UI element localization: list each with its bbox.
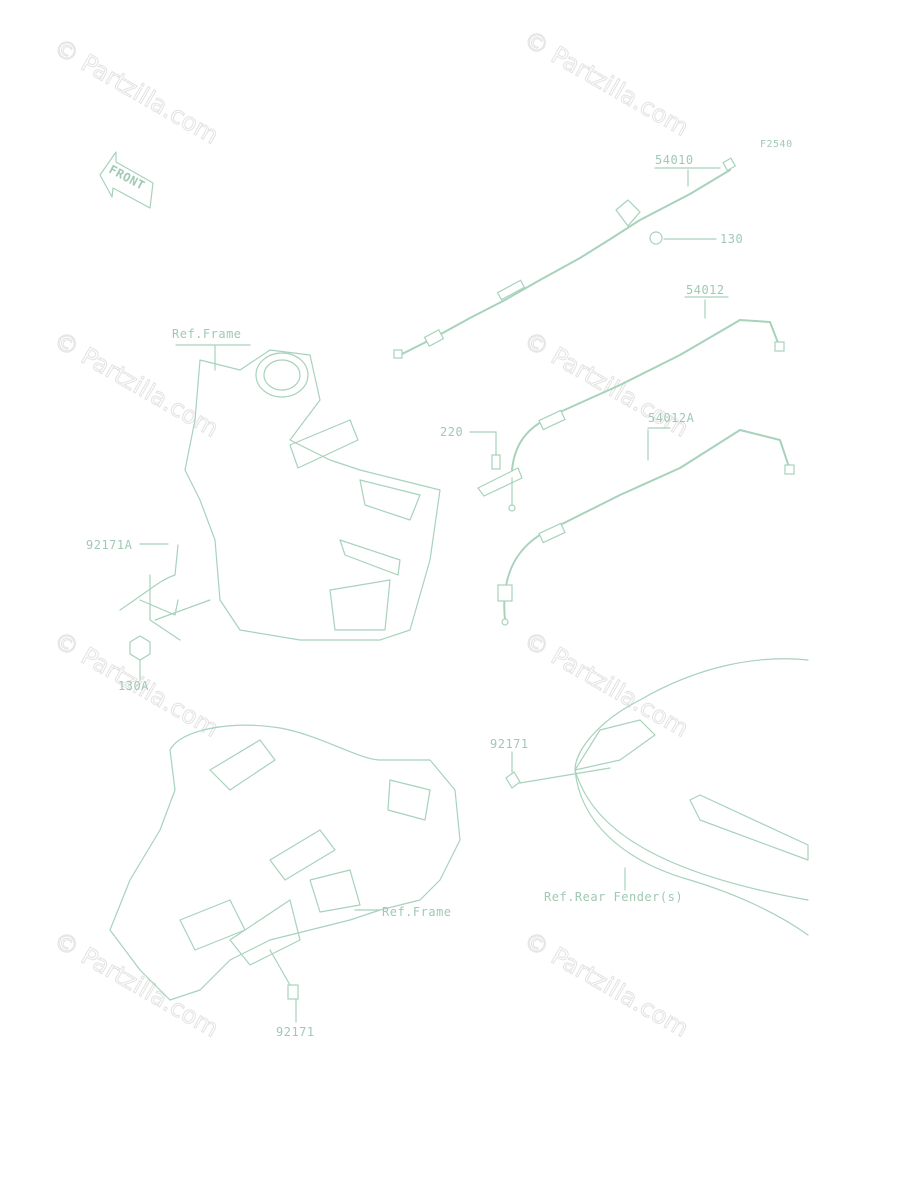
part-label-54010: 54010	[655, 153, 694, 167]
part-label-130: 130	[720, 232, 743, 246]
front-arrow-icon: FRONT	[99, 151, 154, 209]
watermark: © Partzilla.com	[519, 25, 693, 142]
diagram-id: F2540	[760, 139, 793, 150]
cable-54010	[393, 157, 737, 359]
cable-54012a	[497, 427, 795, 626]
watermark: © Partzilla.com	[519, 926, 693, 1043]
watermark: © Partzilla.com	[519, 626, 693, 743]
ref-frame-top-label: Ref.Frame	[172, 327, 242, 341]
frame-top	[175, 344, 441, 641]
part-label-92171a: 92171A	[86, 538, 133, 552]
part-label-92171-bottom: 92171	[276, 1025, 315, 1039]
rear-fender	[505, 658, 809, 936]
part-label-54012: 54012	[686, 283, 725, 297]
part-label-92171-right: 92171	[490, 737, 529, 751]
part-label-220: 220	[440, 425, 463, 439]
frame-bottom	[109, 724, 461, 1023]
watermark: © Partzilla.com	[49, 33, 223, 150]
watermark: © Partzilla.com	[49, 926, 223, 1043]
watermark: © Partzilla.com	[49, 326, 223, 443]
cable-54012	[469, 296, 785, 512]
part-label-54012a: 54012A	[648, 411, 695, 425]
clamp-92171a	[119, 543, 211, 681]
part-label-130a: 130A	[118, 679, 149, 693]
ref-rear-fender-label: Ref.Rear Fender(s)	[544, 890, 683, 904]
ref-frame-bottom-label: Ref.Frame	[382, 905, 452, 919]
